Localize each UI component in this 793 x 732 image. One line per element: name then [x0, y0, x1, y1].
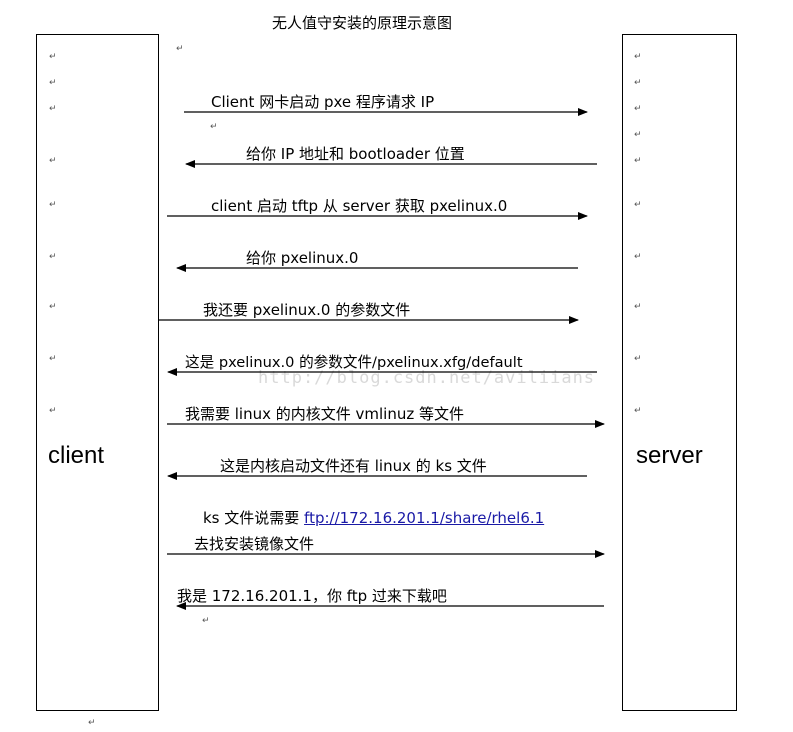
paragraph-mark: ↵: [49, 200, 57, 210]
message-label: 我需要 linux 的内核文件 vmlinuz 等文件: [185, 405, 465, 423]
paragraph-mark: ↵: [634, 302, 642, 312]
paragraph-mark: ↵: [202, 616, 210, 626]
watermark: http://blog.csdn.net/aviliians: [258, 368, 596, 388]
message-label: Client 网卡启动 pxe 程序请求 IP: [211, 93, 435, 111]
paragraph-mark: ↵: [88, 718, 96, 728]
paragraph-mark: ↵: [49, 406, 57, 416]
paragraph-mark: ↵: [634, 52, 642, 62]
paragraph-mark: ↵: [49, 78, 57, 88]
paragraph-mark: ↵: [634, 200, 642, 210]
paragraph-mark: ↵: [634, 78, 642, 88]
client-label: client: [48, 442, 105, 469]
paragraph-mark: ↵: [634, 156, 642, 166]
message-label: ks 文件说需要 ftp://172.16.201.1/share/rhel6.…: [203, 507, 544, 528]
message-label-prefix: ks 文件说需要: [203, 509, 305, 527]
message-label: 这是内核启动文件还有 linux 的 ks 文件: [220, 457, 487, 475]
diagram-title: 无人值守安装的原理示意图: [272, 14, 453, 32]
paragraph-mark: ↵: [49, 52, 57, 62]
client-box: [36, 34, 159, 711]
message-label: 这是 pxelinux.0 的参数文件/pxelinux.xfg/default: [185, 354, 523, 371]
paragraph-mark: ↵: [49, 354, 57, 364]
paragraph-mark: ↵: [634, 252, 642, 262]
paragraph-mark: ↵: [634, 354, 642, 364]
paragraph-mark: ↵: [634, 104, 642, 114]
ftp-link[interactable]: ftp://172.16.201.1/share/rhel6.1: [304, 509, 545, 527]
paragraph-mark: ↵: [176, 44, 184, 54]
message-label: 给你 IP 地址和 bootloader 位置: [246, 145, 465, 163]
paragraph-mark: ↵: [634, 130, 642, 140]
paragraph-mark: ↵: [634, 406, 642, 416]
paragraph-mark: ↵: [49, 252, 57, 262]
message-label: 给你 pxelinux.0: [246, 249, 359, 267]
server-label: server: [636, 442, 703, 469]
paragraph-mark: ↵: [210, 122, 218, 132]
paragraph-mark: ↵: [49, 104, 57, 114]
message-label: 我还要 pxelinux.0 的参数文件: [203, 301, 411, 319]
paragraph-mark: ↵: [49, 302, 57, 312]
server-box: [622, 34, 737, 711]
paragraph-mark: ↵: [49, 156, 57, 166]
message-label: client 启动 tftp 从 server 获取 pxelinux.0: [211, 197, 508, 215]
message-label-line2: 去找安装镜像文件: [194, 535, 315, 553]
message-label: 我是 172.16.201.1，你 ftp 过来下载吧: [177, 587, 447, 605]
